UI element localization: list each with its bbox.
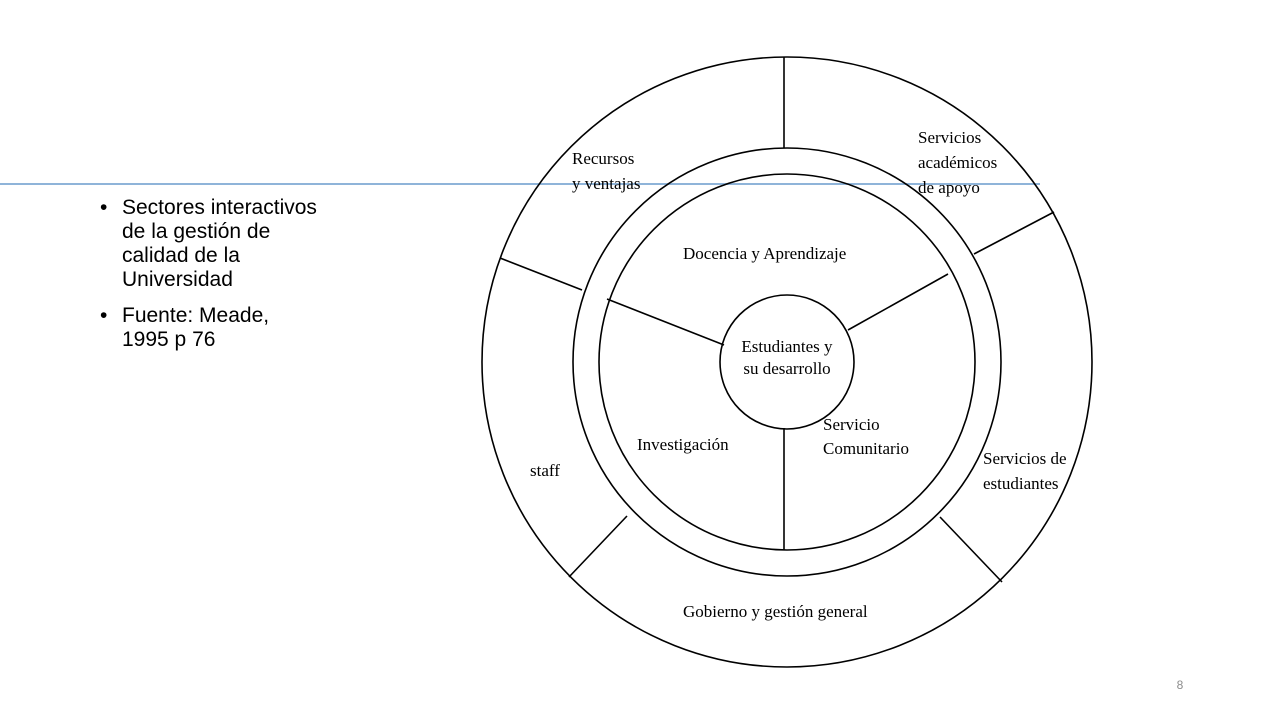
center-label-line-2: su desarrollo bbox=[743, 359, 830, 378]
inner-spoke-upper-left bbox=[606, 298, 725, 346]
sector-recursos-line-1: Recursos bbox=[572, 149, 634, 168]
sector-gobierno-label: Gobierno y gestión general bbox=[683, 602, 868, 621]
header-divider-line bbox=[0, 183, 1040, 185]
sector-investigacion-label: Investigación bbox=[637, 435, 729, 454]
outer-divider-lower-right bbox=[939, 516, 1003, 583]
sector-servicios-estudiantes-line-1: Servicios de bbox=[983, 449, 1067, 468]
sector-servicio-line-1: Servicio bbox=[823, 415, 880, 434]
bullet-item-sectores: Sectores interactivos de la gestión de c… bbox=[100, 196, 320, 292]
outer-divider-upper-right bbox=[973, 211, 1055, 255]
sector-recursos-line-2: y ventajas bbox=[572, 174, 640, 193]
center-label-line-1: Estudiantes y bbox=[741, 337, 833, 356]
bullet-list: Sectores interactivos de la gestión de c… bbox=[100, 196, 320, 364]
sector-docencia-label: Docencia y Aprendizaje bbox=[683, 244, 846, 263]
outer-ring-circle bbox=[481, 56, 1093, 668]
page-number: 8 bbox=[1176, 678, 1184, 692]
outer-divider-upper-left bbox=[499, 257, 583, 291]
sector-servicios-academicos-line-1: Servicios bbox=[918, 128, 981, 147]
sector-servicio-line-2: Comunitario bbox=[823, 439, 909, 458]
center-circle bbox=[719, 294, 855, 430]
bullet-item-fuente: Fuente: Meade, 1995 p 76 bbox=[100, 304, 320, 352]
sector-staff-label: staff bbox=[530, 461, 560, 480]
sector-servicios-academicos-line-3: de apoyo bbox=[918, 178, 980, 197]
inner-ring-circle bbox=[598, 173, 976, 551]
sector-servicios-academicos-line-2: académicos bbox=[918, 153, 997, 172]
middle-ring-circle bbox=[572, 147, 1002, 577]
sector-servicios-estudiantes-line-2: estudiantes bbox=[983, 474, 1059, 493]
outer-divider-lower-left bbox=[568, 515, 628, 578]
inner-spoke-upper-right bbox=[847, 273, 949, 331]
